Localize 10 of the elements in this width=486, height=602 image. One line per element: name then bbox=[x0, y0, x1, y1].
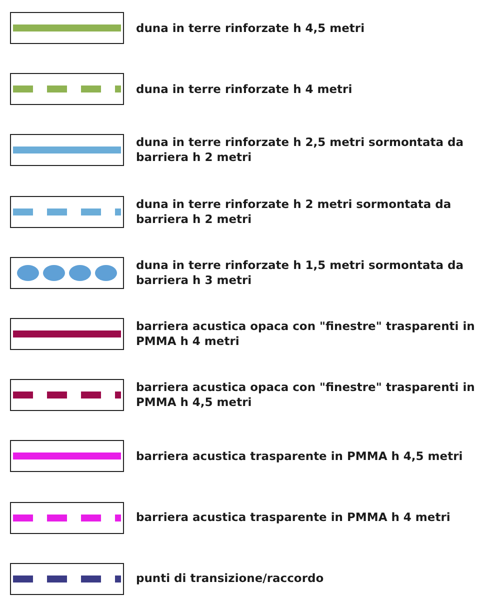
legend-label: duna in terre rinforzate h 1,5 metri sormontata da barriera h 3 metri bbox=[136, 258, 465, 288]
legend-label: duna in terre rinforzate h 4 metri bbox=[136, 82, 354, 97]
legend-label: barriera acustica opaca con "finestre" trasparenti in PMMA h 4,5 metri bbox=[136, 380, 476, 410]
legend-label: barriera acustica trasparente in PMMA h 4,5 metri bbox=[136, 448, 464, 464]
legend-label: duna in terre rinforzate h 2 metri sormontata da barriera h 2 metri bbox=[136, 196, 452, 227]
legend-label: barriera acustica opaca con "finestre" trasparenti in PMMA h 4 metri bbox=[136, 319, 476, 349]
legend-label: duna in terre rinforzate h 2,5 metri sormontata da barriera h 2 metri bbox=[136, 135, 465, 166]
legend-label: duna in terre rinforzate h 4,5 metri bbox=[136, 20, 366, 36]
legend-label: barriera acustica trasparente in PMMA h 4 metri bbox=[136, 510, 452, 526]
legend-label: punti di transizione/raccordo bbox=[136, 571, 325, 586]
